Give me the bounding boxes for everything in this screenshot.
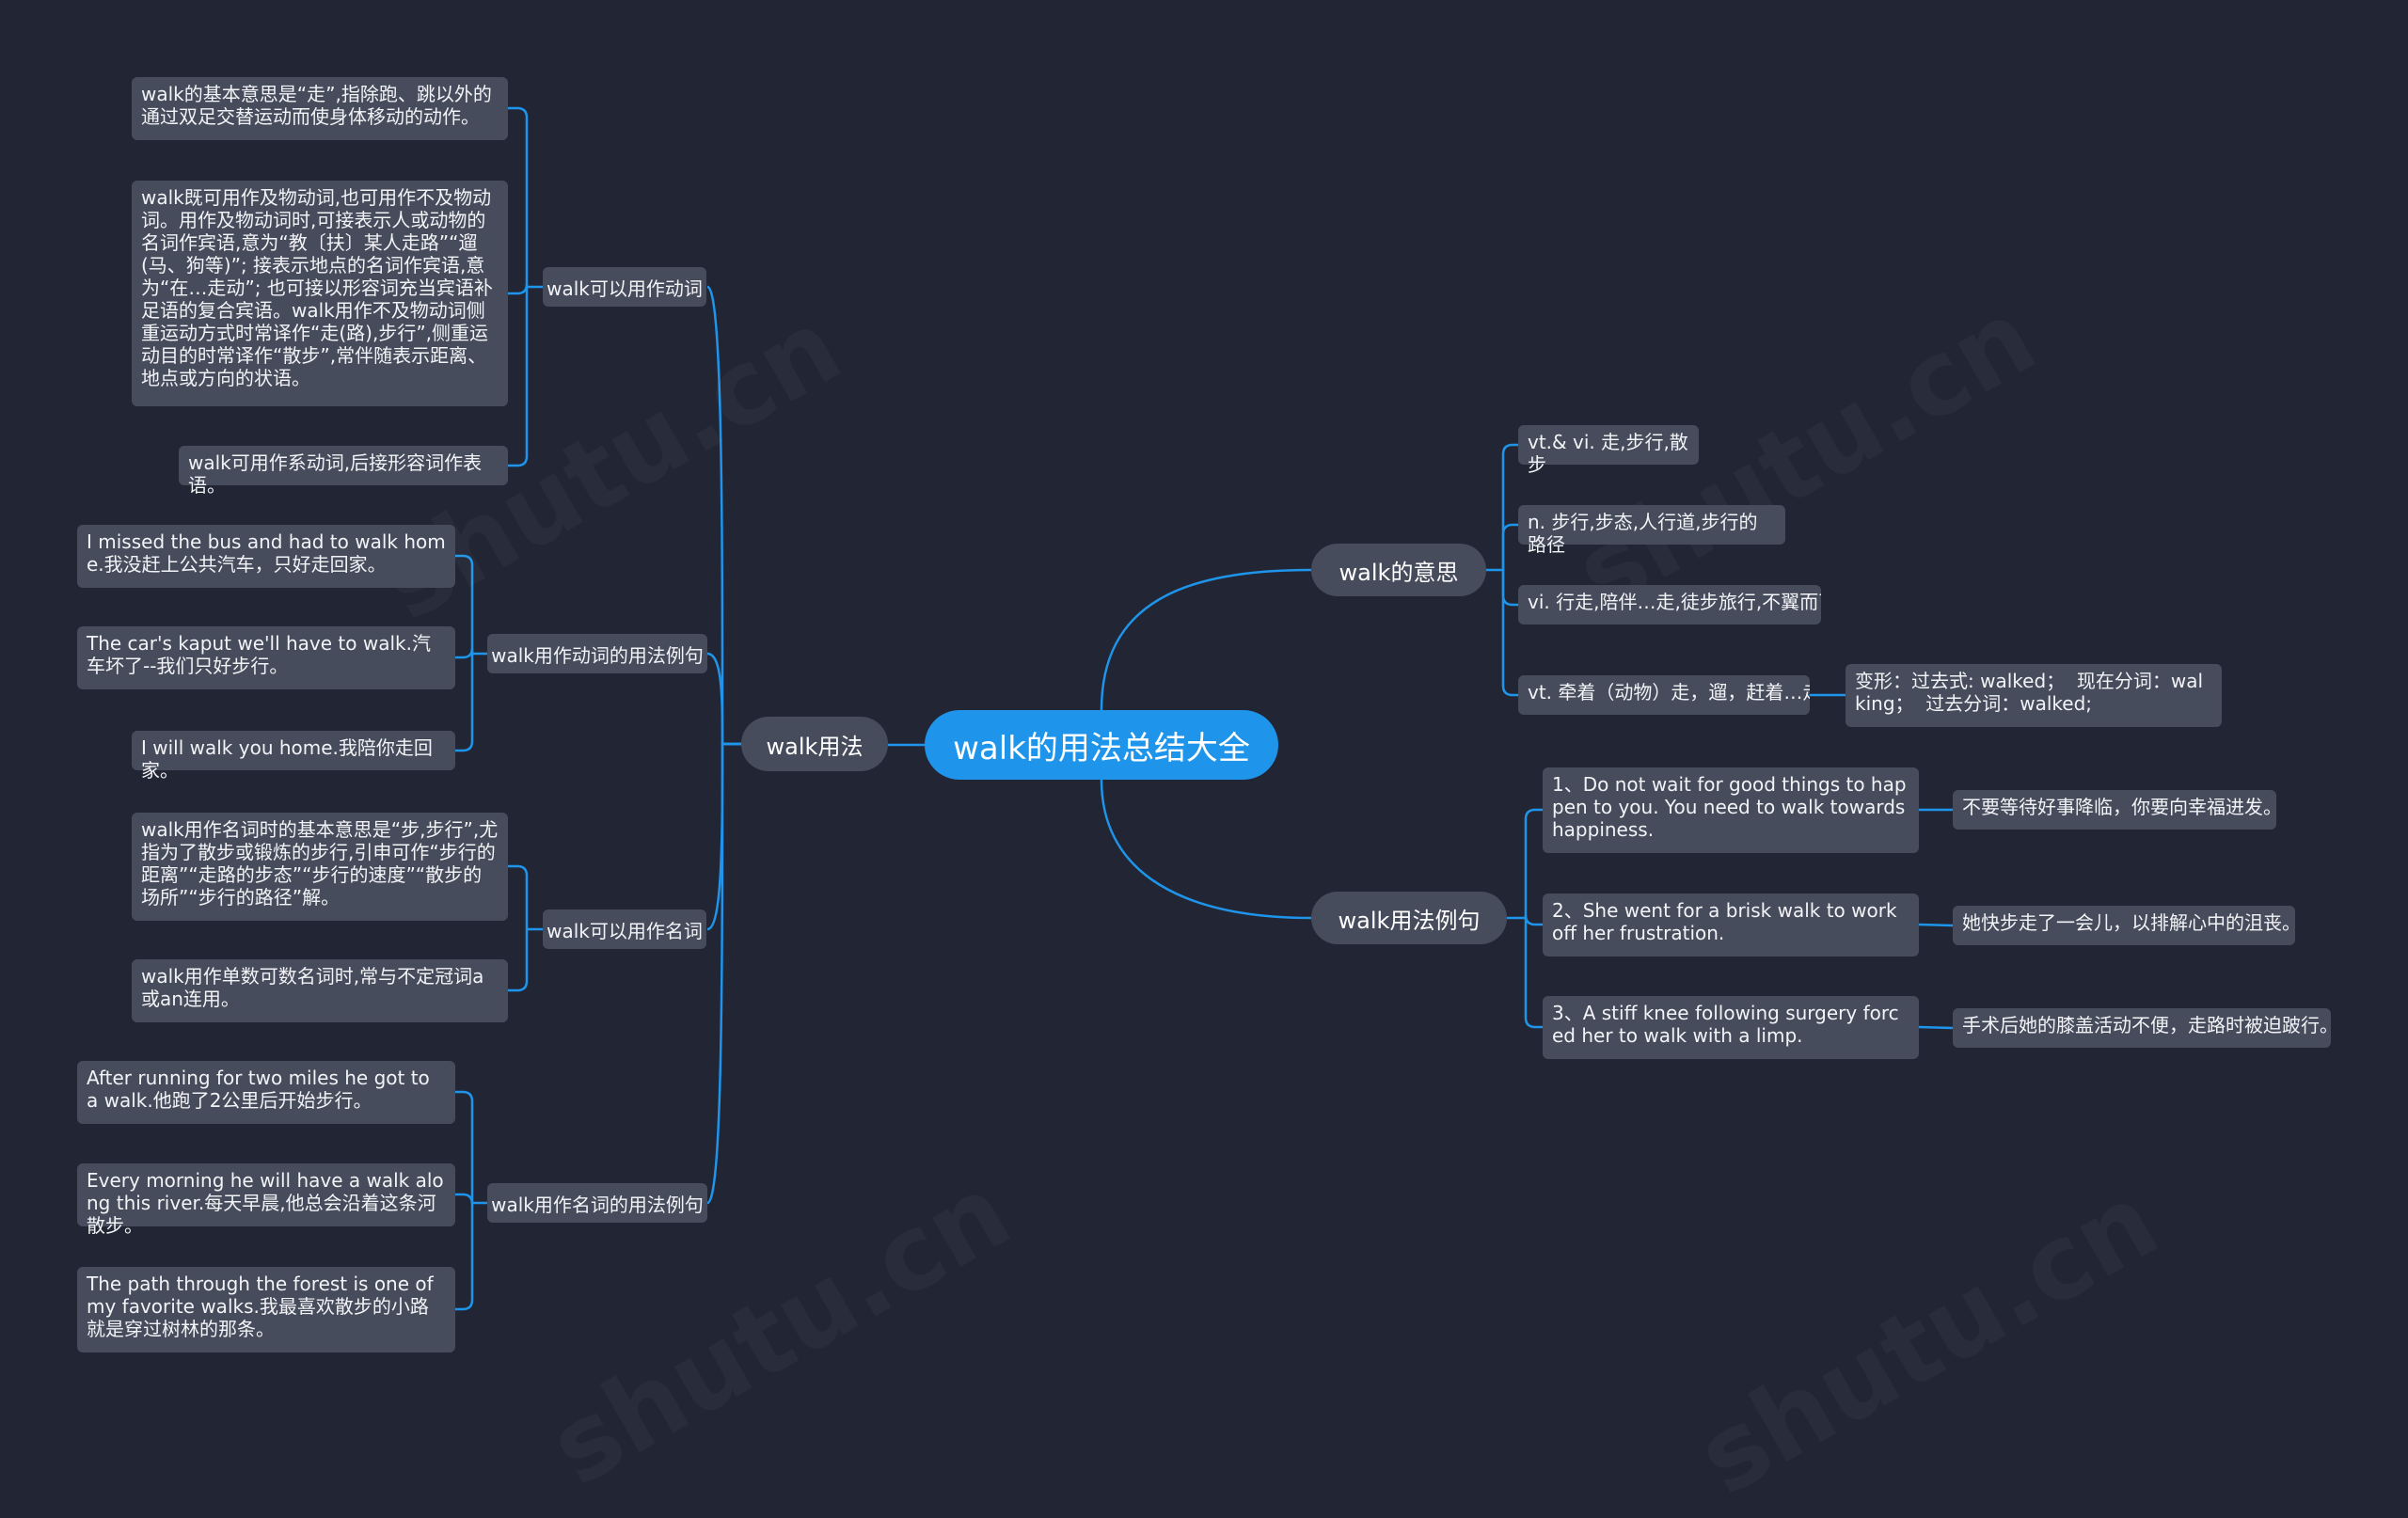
connector-line <box>706 652 741 746</box>
connector-line <box>455 554 474 654</box>
leaf-meaning[interactable]: n. 步行,步态,人行道,步行的路径 <box>1518 505 1785 556</box>
connector-line <box>1100 779 1312 920</box>
connector-line <box>455 647 474 659</box>
leaf-verb-example[interactable]: The car's kaput we'll have to walk.汽车坏了-… <box>77 626 455 689</box>
connector-line <box>1501 443 1518 570</box>
connector-line <box>455 1090 474 1203</box>
central-topic[interactable]: walk的用法总结大全 <box>925 710 1278 780</box>
branch-walk-meaning[interactable]: walk的意思 <box>1311 544 1486 596</box>
leaf-noun-example[interactable]: Every morning he will have a walk along … <box>77 1163 455 1237</box>
leaf-noun-countable[interactable]: walk用作单数可数名词时,常与不定冠词a或an连用。 <box>132 959 508 1022</box>
connector-line <box>455 1193 474 1205</box>
connector-line <box>1524 918 1543 1029</box>
leaf-meaning[interactable]: vt. 牵着（动物）走，遛，赶着…走 <box>1518 675 1810 715</box>
branch-walk-examples[interactable]: walk用法例句 <box>1311 892 1507 944</box>
connector-line <box>1524 808 1543 918</box>
connector-line <box>508 929 529 992</box>
subtopic-noun[interactable]: walk可以用作名词 <box>543 909 706 949</box>
example-chinese[interactable]: 她快步走了一会儿，以排解心中的沮丧。 <box>1953 906 2301 945</box>
example-english[interactable]: 1、Do not wait for good things to happen … <box>1543 767 1919 853</box>
leaf-verb-linking[interactable]: walk可用作系动词,后接形容词作表语。 <box>179 446 508 497</box>
connector-line <box>706 742 741 1205</box>
leaf-verb-example[interactable]: I will walk you home.我陪你走回家。 <box>132 731 455 782</box>
leaf-meaning[interactable]: vt.& vi. 走,步行,散步 <box>1518 425 1699 476</box>
connector-line <box>508 287 529 467</box>
connector-line <box>706 742 741 931</box>
example-english[interactable]: 3、A stiff knee following surgery forced … <box>1543 996 1919 1059</box>
connector-line <box>706 285 741 746</box>
connector-line <box>508 864 529 929</box>
leaf-meaning[interactable]: vi. 行走,陪伴…走,徒步旅行,不翼而飞 <box>1518 585 1821 625</box>
connector-lines <box>455 106 1954 1311</box>
connector-line <box>508 283 529 295</box>
connector-line <box>1918 1025 1954 1030</box>
example-chinese[interactable]: 不要等待好事降临，你要向幸福进发。 <box>1953 790 2282 830</box>
leaf-noun-basic-meaning[interactable]: walk用作名词时的基本意思是“步,步行”,尤指为了散步或锻炼的步行,引申可作“… <box>132 813 508 921</box>
leaf-verb-forms[interactable]: 变形：过去式: walked； 现在分词：walking； 过去分词：walke… <box>1846 664 2222 727</box>
example-english[interactable]: 2、She went for a brisk walk to work off … <box>1543 893 1919 957</box>
leaf-verb-transitive[interactable]: walk既可用作及物动词,也可用作不及物动词。用作及物动词时,可接表示人或动物的… <box>132 181 508 406</box>
leaf-verb-example[interactable]: I missed the bus and had to walk home.我没… <box>77 525 455 588</box>
example-chinese[interactable]: 手术后她的膝盖活动不便，走路时被迫跛行。 <box>1953 1008 2338 1048</box>
connector-line <box>1501 570 1518 697</box>
subtopic-verb-examples[interactable]: walk用作动词的用法例句 <box>487 634 707 673</box>
connector-line <box>1501 523 1518 570</box>
branch-walk-usage[interactable]: walk用法 <box>741 717 888 771</box>
connector-line <box>455 1203 474 1311</box>
connector-line <box>1524 914 1543 926</box>
connector-line <box>1100 568 1312 711</box>
leaf-verb-basic-meaning[interactable]: walk的基本意思是“走”,指除跑、跳以外的通过双足交替运动而使身体移动的动作。 <box>132 77 508 140</box>
connector-line <box>1501 570 1518 607</box>
subtopic-noun-examples[interactable]: walk用作名词的用法例句 <box>487 1183 707 1223</box>
leaf-noun-example[interactable]: The path through the forest is one of my… <box>77 1267 455 1352</box>
connector-line <box>455 654 474 752</box>
mindmap-canvas: shutu.cn shutu.cn shutu.cn shutu.cn walk… <box>77 77 2338 1352</box>
connector-line <box>508 106 529 287</box>
leaf-noun-example[interactable]: After running for two miles he got to a … <box>77 1061 455 1124</box>
subtopic-verb[interactable]: walk可以用作动词 <box>543 267 706 307</box>
